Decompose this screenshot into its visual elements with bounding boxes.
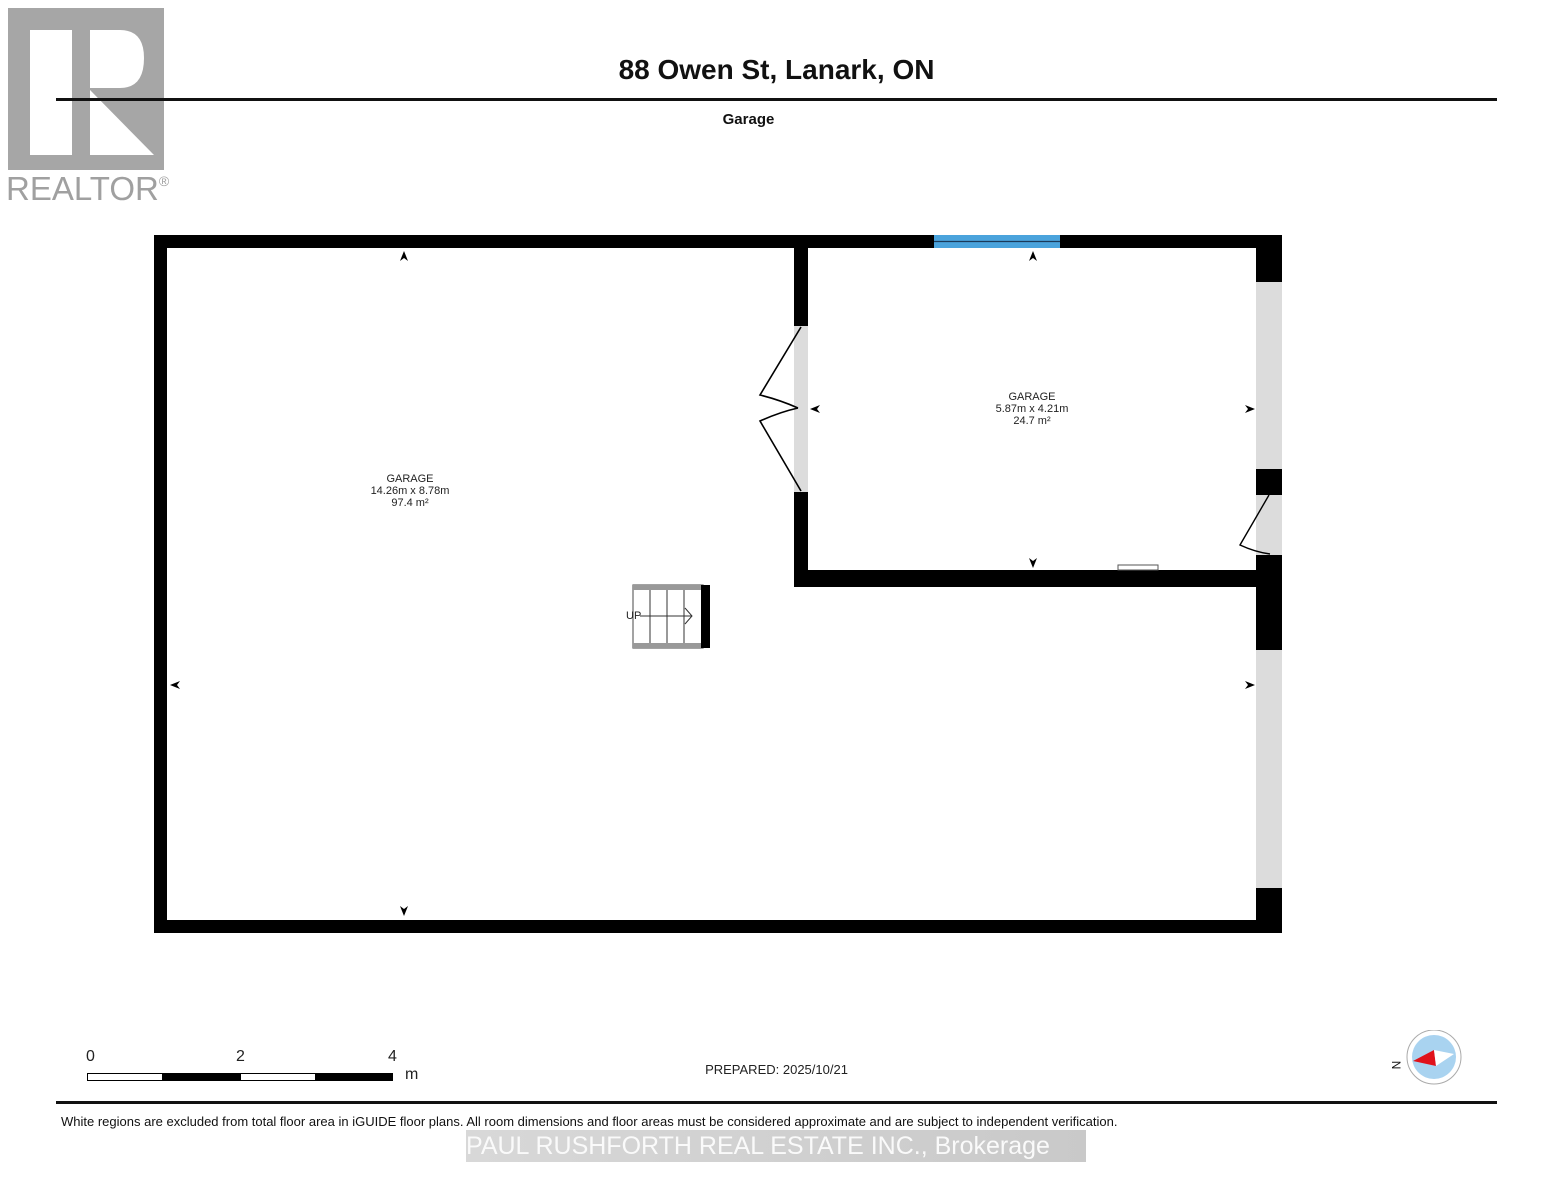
room-name: GARAGE bbox=[1008, 391, 1056, 403]
scale-tick-4: 4 bbox=[388, 1048, 397, 1065]
stairs-label: UP bbox=[626, 610, 642, 622]
compass-north-label: N bbox=[1389, 1060, 1404, 1070]
scale-bar-graphic bbox=[87, 1073, 393, 1081]
compass-icon bbox=[1406, 1029, 1462, 1085]
compass bbox=[1404, 1029, 1464, 1086]
room-area: 24.7 m² bbox=[1013, 415, 1051, 427]
room-label-garage-main: GARAGE 14.26m x 8.78m 97.4 m² bbox=[340, 473, 480, 509]
scale-bar bbox=[87, 1069, 393, 1081]
floor-label: Garage bbox=[722, 111, 775, 128]
title-divider bbox=[56, 98, 1497, 101]
fixture bbox=[1117, 564, 1159, 571]
room-name: GARAGE bbox=[386, 473, 434, 485]
realtor-wordmark-text: REALTOR bbox=[6, 170, 159, 207]
window bbox=[934, 235, 1060, 248]
double-door-swing bbox=[758, 326, 802, 492]
walls bbox=[154, 235, 1282, 933]
realtor-r-icon bbox=[8, 8, 164, 170]
disclaimer: White regions are excluded from total fl… bbox=[61, 1114, 1118, 1129]
stairs bbox=[632, 584, 710, 649]
room-dimensions: 5.87m x 4.21m bbox=[995, 403, 1069, 415]
room-dimensions: 14.26m x 8.78m bbox=[370, 485, 450, 497]
scale-tick-2: 2 bbox=[236, 1048, 245, 1065]
dimension-arrows bbox=[170, 251, 1255, 916]
scale-unit: m bbox=[405, 1066, 419, 1083]
room-area: 97.4 m² bbox=[391, 497, 429, 509]
realtor-logo bbox=[8, 8, 164, 170]
registered-mark: ® bbox=[158, 173, 170, 189]
brokerage-watermark: PAUL RUSHFORTH REAL ESTATE INC., Brokera… bbox=[466, 1130, 1086, 1162]
prepared-date: PREPARED: 2025/10/21 bbox=[705, 1062, 848, 1077]
side-door-swing bbox=[1239, 494, 1271, 555]
scale-tick-0: 0 bbox=[86, 1048, 95, 1065]
openings bbox=[794, 282, 1282, 888]
realtor-wordmark: REALTOR® bbox=[6, 170, 169, 208]
room-label-garage-small: GARAGE 5.87m x 4.21m 24.7 m² bbox=[962, 391, 1102, 427]
page-title: 88 Owen St, Lanark, ON bbox=[618, 54, 935, 85]
footer-divider bbox=[56, 1101, 1497, 1104]
